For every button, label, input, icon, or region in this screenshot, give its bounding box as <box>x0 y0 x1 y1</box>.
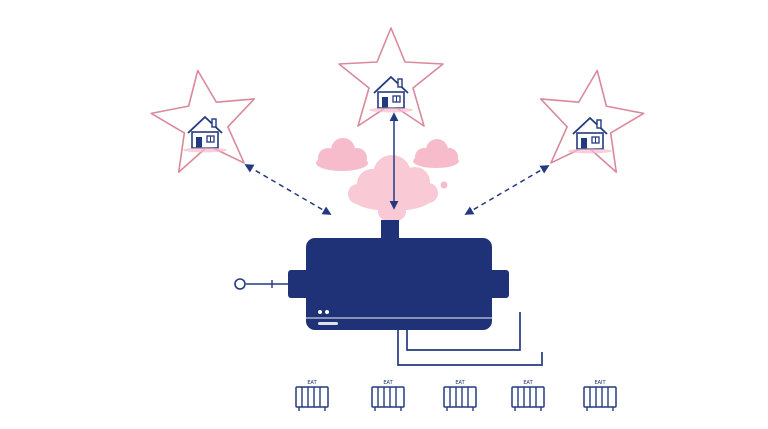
star-left <box>150 69 256 173</box>
radiator-icon <box>511 386 545 412</box>
boiler-unit <box>288 220 509 330</box>
cable-plug-icon <box>234 278 288 290</box>
radiator-label: EAT <box>455 380 465 386</box>
house-icon <box>182 116 228 154</box>
status-light <box>318 310 322 314</box>
radiator-label: EAT <box>383 380 393 386</box>
radiator-label: EAIT <box>594 380 606 386</box>
vent-slot <box>318 322 338 325</box>
radiator-icon <box>443 386 477 412</box>
radiator-icon <box>371 386 405 412</box>
arrow-left <box>244 164 332 215</box>
arrow-right <box>464 165 550 215</box>
radiator-label: EAT <box>307 380 317 386</box>
house-icon <box>368 76 414 114</box>
cloud-right <box>413 139 459 168</box>
radiator-icon <box>583 386 617 412</box>
pipes <box>397 312 543 366</box>
radiator-icon <box>295 386 329 412</box>
status-light <box>325 310 329 314</box>
cloud-left <box>316 138 368 171</box>
house-icon <box>567 117 613 155</box>
steam-puff <box>440 181 448 189</box>
radiator-label: EAT <box>523 380 533 386</box>
